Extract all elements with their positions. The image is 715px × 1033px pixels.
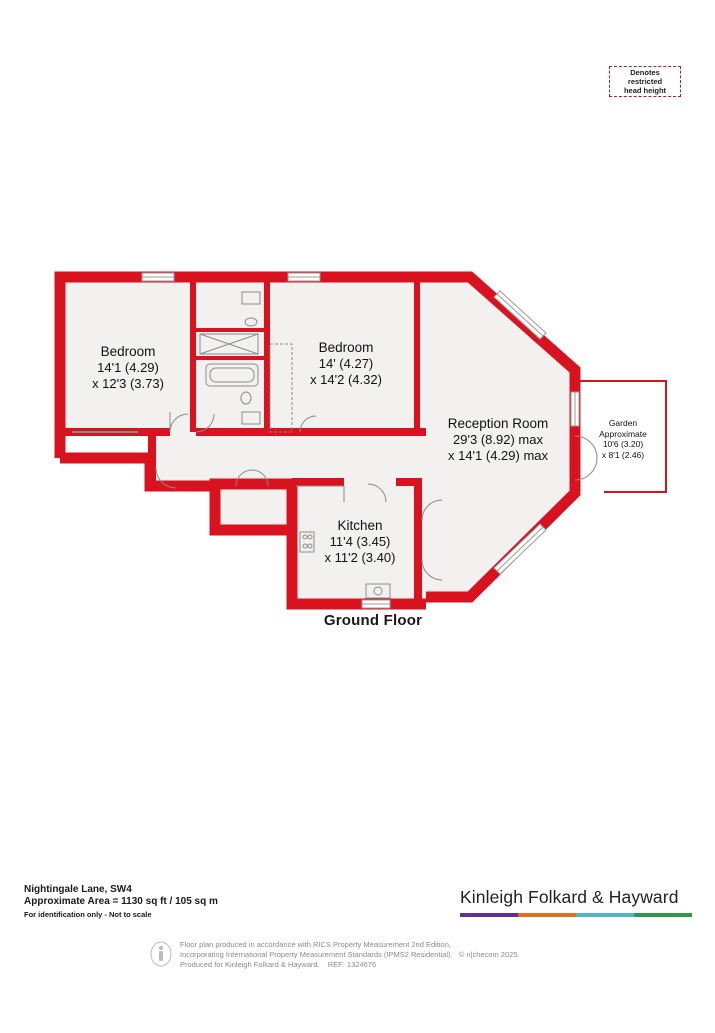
doors (155, 412, 598, 581)
room-dimension-1: 29'3 (8.92) max (453, 432, 543, 447)
disclaimer-line-2: Incorporating International Property Mea… (180, 950, 453, 959)
ipms-person-icon (150, 941, 172, 967)
brand-bar-orange (518, 913, 576, 917)
room-dimension-1: 14' (4.27) (318, 356, 374, 371)
room-name: Bedroom (100, 344, 156, 359)
room-name: Kitchen (337, 518, 383, 533)
property-area: Approximate Area = 1130 sq ft / 105 sq m (24, 896, 218, 907)
disclaimer-line-3: Produced for Kinleigh Folkard & Hayward. (180, 960, 320, 969)
disclaimer-copyright: © n|checom 2025. (458, 950, 520, 959)
windows (141, 272, 580, 609)
room-dimension-1: 14'1 (4.29) (97, 360, 159, 375)
room-dimension-2: x 8'1 (2.46) (601, 449, 645, 460)
agent-brand: Kinleigh Folkard & Hayward (460, 887, 692, 917)
brand-color-bar (460, 913, 692, 917)
reference-number: REF: 1324676 (327, 960, 377, 969)
scale-note: For identification only - Not to scale (24, 910, 152, 919)
brand-bar-purple (460, 913, 518, 917)
room-dimension-2: x 14'2 (4.32) (310, 372, 382, 387)
room-dimension-2: x 12'3 (3.73) (92, 376, 164, 391)
garden-outline (580, 380, 667, 493)
room-subtitle: Approximate (599, 428, 647, 439)
room-name: Reception Room (447, 416, 549, 431)
room-name: Bedroom (318, 340, 374, 355)
fixtures (72, 291, 391, 599)
property-details: Nightingale Lane, SW4 Approximate Area =… (24, 884, 324, 920)
room-label-kitchen: Kitchen 11'4 (3.45) x 11'2 (3.40) (302, 518, 418, 566)
room-label-reception: Reception Room 29'3 (8.92) max x 14'1 (4… (428, 416, 568, 464)
disclaimer: Floor plan produced in accordance with R… (180, 940, 600, 970)
floor-title: Ground Floor (323, 612, 423, 629)
room-label-garden: Garden Approximate 10'6 (3.20) x 8'1 (2.… (588, 418, 658, 460)
brand-bar-green (634, 913, 692, 917)
legend-text-line1: Denotes restricted (627, 68, 663, 86)
room-label-bedroom-2: Bedroom 14' (4.27) x 14'2 (4.32) (286, 340, 406, 388)
room-dimension-2: x 11'2 (3.40) (324, 550, 396, 565)
brand-bar-teal (576, 913, 634, 917)
room-name: Garden (608, 418, 638, 428)
room-dimension-1: 10'6 (3.20) (602, 439, 644, 449)
room-label-bedroom-1: Bedroom 14'1 (4.29) x 12'3 (3.73) (70, 344, 186, 392)
disclaimer-line-1: Floor plan produced in accordance with R… (180, 940, 451, 949)
restricted-height-legend: Denotes restricted head height (609, 66, 681, 97)
legend-text-line2: head height (623, 86, 667, 95)
room-dimension-1: 11'4 (3.45) (329, 534, 391, 549)
room-dimension-2: x 14'1 (4.29) max (447, 448, 549, 463)
property-address: Nightingale Lane, SW4 (24, 884, 132, 895)
brand-name: Kinleigh Folkard & Hayward (460, 887, 679, 907)
